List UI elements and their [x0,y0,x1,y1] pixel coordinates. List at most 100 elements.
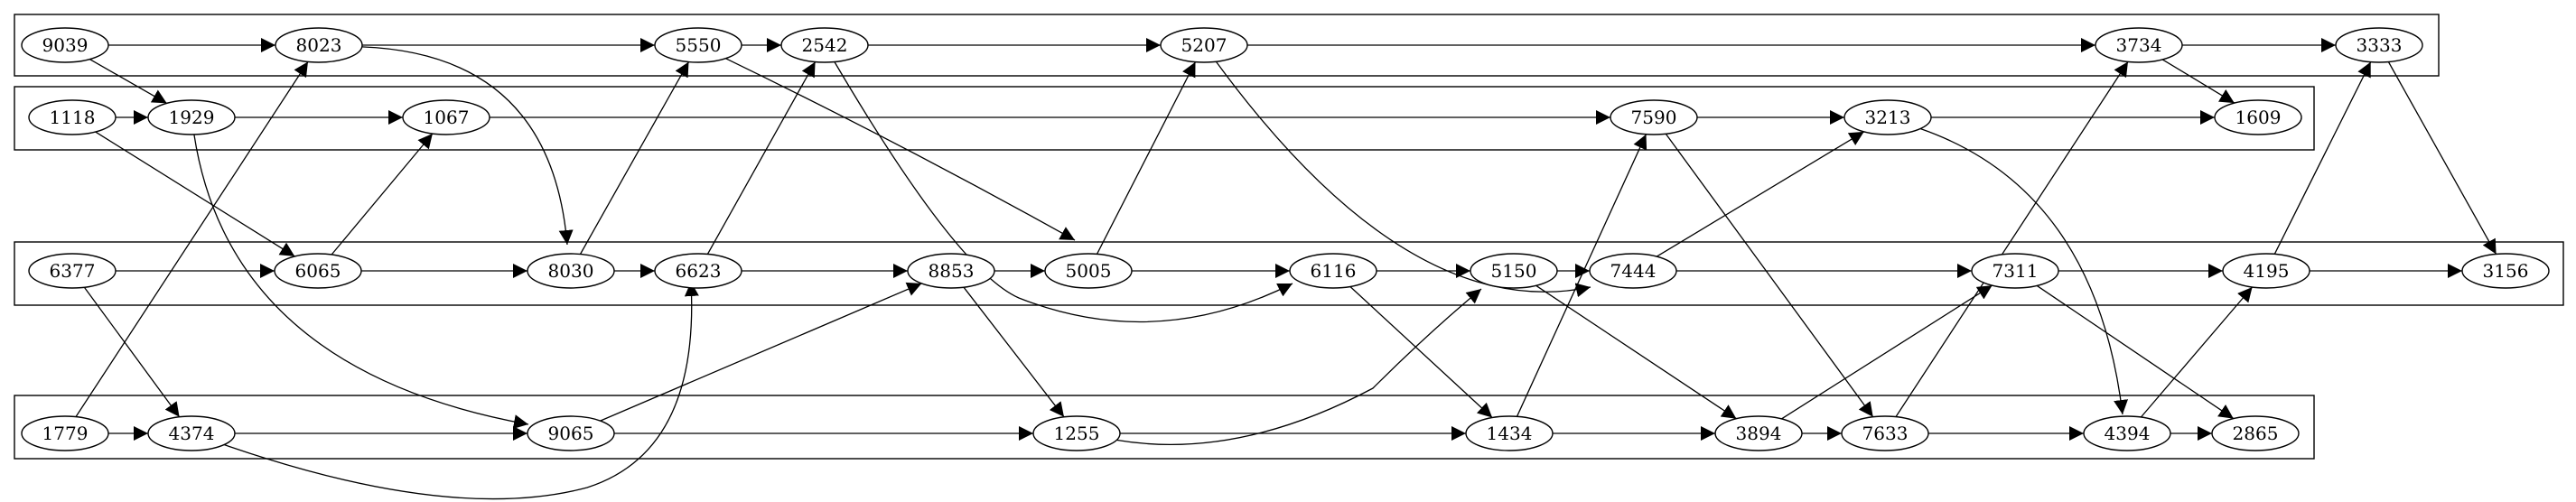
node-label: 7633 [1862,423,1909,444]
graph-node: 3894 [1714,415,1803,451]
graph-node: 4374 [147,415,236,451]
graph-node: 4195 [2222,253,2310,289]
node-label: 1609 [2235,107,2282,128]
edge-6116-to-1434 [1349,286,1493,418]
node-ellipse [275,27,363,63]
graph-node: 7444 [1589,253,1677,289]
node-label: 4394 [2105,423,2151,444]
graph-node: 1779 [21,415,109,451]
node-label: 9039 [42,34,89,56]
node-label: 1118 [50,107,96,128]
node-label: 3156 [2483,260,2529,282]
node-ellipse [21,27,109,63]
node-ellipse [1289,253,1377,289]
graph-node: 3156 [2461,253,2550,289]
node-label: 3333 [2357,34,2403,56]
graph-node: 3213 [1843,99,1932,135]
cluster-layer [14,14,2564,460]
node-ellipse [2335,27,2423,63]
graph-node: 3734 [2095,27,2183,63]
node-label: 5550 [676,34,722,56]
edge-3333-to-3156 [2387,61,2497,255]
node-ellipse [654,27,742,63]
edge-1434-to-7590 [1516,134,1647,417]
graph-node: 7633 [1841,415,1929,451]
cluster-box [14,86,2315,151]
graph-node: 1118 [28,99,117,135]
node-ellipse [2095,27,2183,63]
edge-1118-to-6065 [95,131,295,257]
node-label: 8030 [548,260,594,282]
graph-node: 1067 [402,99,490,135]
edge-8853-to-1255 [963,286,1065,418]
edge-4394-to-4195 [2140,286,2254,418]
node-label: 1779 [42,423,89,444]
edge-1929-to-9065 [193,134,529,430]
edge-4374-to-6623 [223,281,699,500]
node-label: 1434 [1487,423,1533,444]
edge-6623-to-2542 [706,61,817,255]
edge-3213-to-4394 [1919,127,2129,415]
graph-node: 2542 [780,27,869,63]
graph-node: 8023 [275,27,363,63]
node-ellipse [2461,253,2550,289]
node-label: 6116 [1311,260,1357,282]
graph-node: 5150 [1470,253,1558,289]
graph-node: 7590 [1610,99,1698,135]
graph-node: 9065 [527,415,615,451]
node-label: 8853 [929,260,975,282]
edge-2542-to-6116 [834,61,1293,323]
graph-node: 6377 [28,253,117,289]
node-label: 3734 [2116,34,2162,56]
edge-7444-to-3213 [1656,131,1865,257]
node-ellipse [1465,415,1554,451]
node-label: 8023 [296,34,342,56]
edge-6065-to-1067 [331,133,434,256]
node-label: 6377 [50,260,96,282]
node-label: 3894 [1736,423,1782,444]
node-ellipse [1470,253,1558,289]
edge-7311-to-2865 [2036,284,2235,420]
node-ellipse [527,415,615,451]
node-ellipse [2211,415,2300,451]
node-label: 5150 [1491,260,1537,282]
node-ellipse [1160,27,1248,63]
node-label: 7444 [1610,260,1657,282]
edge-layer [75,38,2497,500]
node-ellipse [907,253,995,289]
node-label: 6623 [676,260,722,282]
node-label: 9065 [548,423,594,444]
node-ellipse [1032,415,1121,451]
node-ellipse [654,253,742,289]
node-ellipse [1044,253,1133,289]
graph-node: 1434 [1465,415,1554,451]
graph-node: 1929 [147,99,236,135]
node-ellipse [1589,253,1677,289]
edge-1255-to-5150 [1116,288,1482,446]
edge-1779-to-8023 [75,61,309,417]
graph-node: 6116 [1289,253,1377,289]
node-ellipse [1843,99,1932,135]
edge-3894-to-7311 [1781,284,1993,420]
node-ellipse [1841,415,1929,451]
cluster-box [14,395,2315,460]
node-ellipse [2222,253,2310,289]
node-ellipse [21,415,109,451]
node-ellipse [1714,415,1803,451]
node-ellipse [274,253,362,289]
edge-9065-to-8853 [600,282,922,422]
cluster-box [14,241,2564,306]
node-label: 7311 [1993,260,2039,282]
graph-node: 6623 [654,253,742,289]
edge-5550-to-5005 [725,58,1076,241]
graph-node: 8853 [907,253,995,289]
node-ellipse [147,415,236,451]
node-label: 2865 [2233,423,2279,444]
edge-8023-to-8030 [361,46,574,246]
node-label: 7590 [1631,107,1677,128]
edge-7633-to-3734 [1895,61,2129,417]
node-label: 2542 [802,34,848,56]
edge-9039-to-1929 [89,59,168,104]
graph-node: 1609 [2214,99,2302,135]
edge-8030-to-5550 [579,61,690,255]
